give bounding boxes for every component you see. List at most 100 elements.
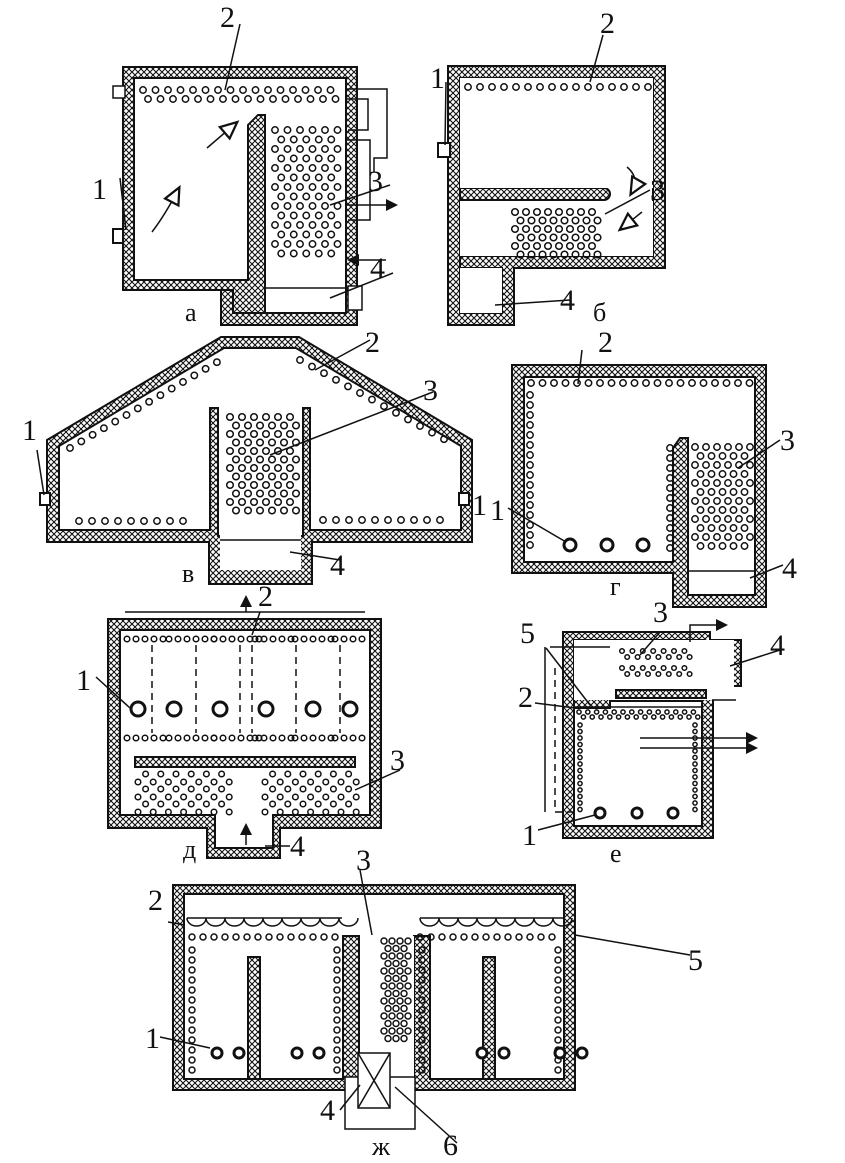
tube [228,635,236,643]
tube [510,241,520,251]
tube [231,472,241,481]
tube [88,430,97,439]
tube [488,83,496,91]
tube [527,250,536,259]
tube [571,250,580,259]
tube [210,808,218,816]
tube [180,778,188,786]
tube [724,515,732,523]
tube [277,230,286,239]
tube [228,734,236,742]
tube [333,1006,341,1014]
tube [261,793,269,801]
tube [174,635,182,643]
tube [340,635,348,643]
tube [560,233,569,242]
tube [314,800,322,808]
tube [573,379,581,387]
tube [243,455,253,464]
tube [249,480,259,490]
tube [686,653,693,661]
tube [512,83,520,91]
burner-icon [165,700,183,718]
tube [271,145,279,153]
tube [388,1027,396,1035]
tube [296,183,304,191]
tube [284,770,292,778]
tube [660,664,667,672]
tube [554,1036,562,1044]
tube [269,734,277,742]
tube [526,511,534,519]
tube [554,976,562,984]
tube [261,808,269,816]
tube [156,95,165,103]
tube [416,422,424,430]
tube [392,1019,400,1028]
tube [577,787,583,793]
tube [237,497,247,507]
tube [713,533,721,541]
tube [554,224,564,234]
tube [269,770,277,778]
panel-b: 1 2 3 4 б [430,7,666,327]
tube [134,793,142,801]
tube [172,770,180,778]
tube [192,635,200,643]
tube [333,1046,341,1054]
label-4: 4 [560,284,575,317]
tube [225,446,235,456]
tube [284,800,292,808]
tube [287,933,295,941]
tube [660,647,667,655]
tube [169,95,177,103]
label-1: 1 [92,173,107,206]
burner-icon [129,700,147,718]
label-1: 1 [430,62,445,95]
tube [302,211,311,220]
tube [255,489,265,498]
tube [644,653,652,661]
tube [681,709,688,715]
tube [188,1046,196,1054]
tube [327,249,336,258]
tube [538,379,547,387]
tube [145,397,154,406]
tube [629,647,636,655]
tube [318,635,326,643]
tube [273,412,283,422]
tube [308,126,317,134]
tube [287,734,295,742]
tube [554,946,562,954]
tube [327,192,336,201]
burner-icon [630,806,644,820]
tube [358,734,366,742]
tube [123,734,131,742]
tube-bank [526,379,754,552]
tube [471,933,479,941]
tube [400,959,408,968]
tube [307,808,315,816]
tube [132,734,140,742]
tube [176,86,185,94]
tube [202,770,210,778]
tube [225,808,233,816]
tube [554,956,562,964]
tube [571,233,580,242]
tube [261,778,269,786]
tube [164,86,172,94]
tube [210,734,218,742]
tube [691,533,699,541]
tube [159,734,167,742]
tube [650,664,657,672]
tube [735,497,743,505]
tube [75,517,83,525]
tube-bank [186,917,573,1074]
tube [526,933,534,941]
tube [707,506,716,514]
tube [644,83,652,91]
label-1: 1 [522,819,537,852]
tube [418,956,426,964]
tube [188,1026,196,1034]
tube [99,424,108,433]
